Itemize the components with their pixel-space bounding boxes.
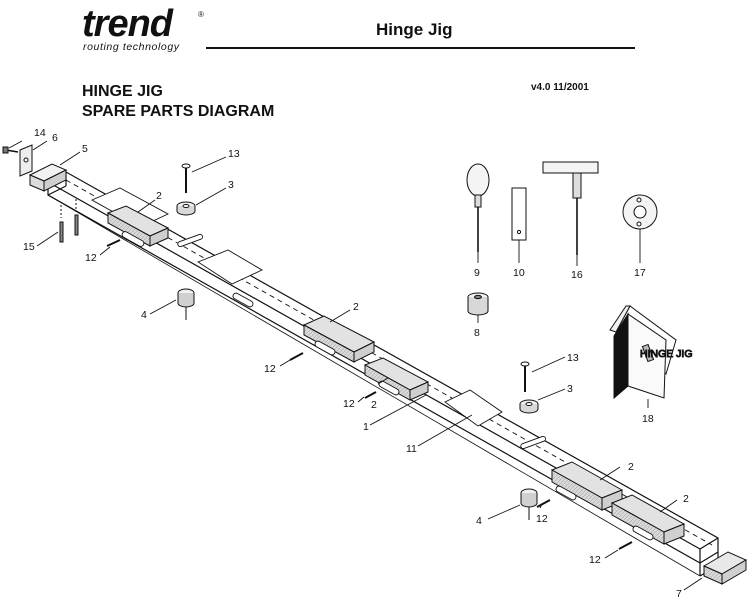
callout-12-e: 12	[589, 554, 601, 566]
callout-14: 14	[34, 127, 46, 139]
page-title: HINGE JIG SPARE PARTS DIAGRAM	[82, 82, 274, 122]
leader-lines	[8, 140, 703, 591]
document-title: Hinge Jig	[376, 20, 453, 39]
callout-18: 18	[642, 413, 654, 425]
callout-2-c: 2	[371, 399, 377, 411]
long-screws	[181, 163, 530, 392]
accessory-tools	[466, 161, 658, 316]
callout-12-a: 12	[85, 252, 97, 264]
end-bracket	[2, 144, 68, 192]
callout-1: 1	[363, 421, 369, 433]
callout-7: 7	[676, 588, 682, 600]
header-divider	[206, 47, 635, 49]
callout-2-a: 2	[156, 190, 162, 202]
callout-2-d: 2	[628, 461, 634, 473]
trend-logo: trend ® routing technology	[82, 3, 212, 53]
hinge-plates	[106, 205, 686, 545]
callout-13-b: 13	[567, 352, 579, 364]
callout-6: 6	[52, 132, 58, 144]
logo-tagline: routing technology	[83, 41, 180, 53]
instruction-booklet: HINGE JIG	[609, 305, 693, 400]
callout-5: 5	[82, 143, 88, 155]
callout-4-b: 4	[476, 515, 482, 527]
callout-10: 10	[513, 267, 525, 279]
callout-3-b: 3	[567, 383, 573, 395]
body-slots	[121, 231, 654, 541]
hinge-screws	[106, 239, 633, 550]
pins	[59, 199, 79, 243]
callout-12-c: 12	[343, 398, 355, 410]
callout-12-d: 12	[536, 513, 548, 525]
callout-15: 15	[23, 241, 35, 253]
booklet-title: HINGE JIG	[640, 348, 693, 360]
callout-4-a: 4	[141, 309, 147, 321]
version-label: v4.0 11/2001	[531, 82, 589, 93]
callout-17: 17	[634, 267, 646, 279]
callout-13-a: 13	[228, 148, 240, 160]
callout-11: 11	[406, 443, 417, 455]
end-cap	[702, 551, 748, 585]
callout-labels: 14 6 5 15 12 2 13 3 4 2 12 12 2 1 11 9 1…	[23, 127, 689, 600]
registered-mark: ®	[198, 10, 204, 19]
callout-2-b: 2	[353, 301, 359, 313]
callout-8: 8	[474, 327, 480, 339]
callout-3-a: 3	[228, 179, 234, 191]
washers-and-spacers	[176, 201, 539, 520]
page-title-line-1: HINGE JIG	[82, 83, 163, 100]
callout-9: 9	[474, 267, 480, 279]
callout-16: 16	[571, 269, 583, 281]
page-title-line-2: SPARE PARTS DIAGRAM	[82, 103, 275, 120]
window-plates	[90, 187, 503, 427]
callout-12-b: 12	[264, 363, 276, 375]
callout-2-e: 2	[683, 493, 689, 505]
logo-wordmark: trend	[82, 3, 173, 45]
